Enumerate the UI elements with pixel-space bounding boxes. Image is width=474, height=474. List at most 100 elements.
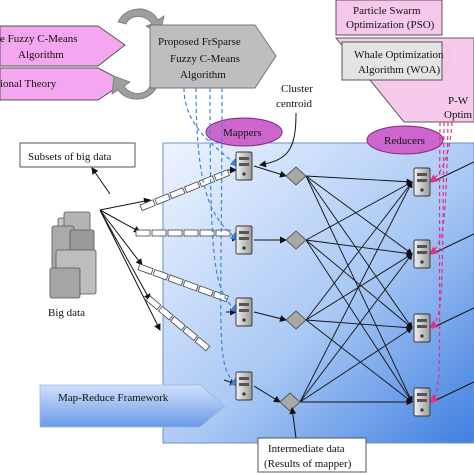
shuffle-arrow — [299, 181, 413, 403]
centroid-dashed-link — [220, 87, 239, 387]
reducer-dashed-link — [429, 121, 453, 183]
shuffle-arrow — [305, 175, 413, 403]
server-slot — [417, 399, 427, 402]
server-slot — [417, 179, 427, 182]
server-slot — [239, 163, 249, 166]
woa-line1-top: Whale Optimization — [354, 49, 444, 61]
data-chunk-cell — [167, 229, 183, 237]
curved-arrow-bottom-icon — [111, 75, 159, 100]
pso-line2: Optimization (PSO) — [346, 19, 435, 31]
big-data-label: Big data — [48, 307, 85, 319]
server-led — [242, 246, 246, 250]
mappers-label: Mappers — [223, 127, 262, 139]
data-chunk-strip — [139, 169, 230, 212]
framework-label: Map-Reduce Framework — [58, 392, 169, 404]
server-slot — [239, 157, 249, 160]
mapper-to-combiner-arrow — [253, 385, 281, 403]
reducer-server-icon — [413, 167, 431, 197]
subsets-label: Subsets of big data — [28, 151, 112, 163]
data-chunk-strip — [137, 263, 229, 303]
data-chunk-cell — [139, 199, 156, 212]
server-led — [420, 408, 424, 412]
intermediate-label-box — [257, 437, 367, 473]
fanout-arrow — [99, 209, 151, 301]
data-chunk-strip — [135, 229, 231, 237]
proposed-line2: Fuzzy C-Means — [170, 53, 240, 65]
subsets-label-box — [19, 142, 136, 168]
fanout-arrow — [99, 209, 141, 233]
server-slot — [239, 383, 249, 386]
data-chunk-cell — [169, 187, 186, 200]
data-chunk-strip — [145, 295, 211, 352]
server-slot — [417, 245, 427, 248]
reducer-server-icon — [413, 387, 431, 417]
server-slot — [239, 231, 249, 234]
big-data-stack-icon — [49, 211, 97, 299]
shuffle-arrow — [299, 253, 413, 403]
data-chunk-cell — [182, 279, 199, 292]
fanout-arrow — [99, 209, 143, 266]
server-slot — [239, 309, 249, 312]
data-chunk-cell — [199, 229, 215, 237]
mapper-server-icon — [235, 371, 253, 401]
shuffle-arrow — [305, 239, 413, 403]
proposed-line3: Algorithm — [180, 69, 226, 81]
reducers-label: Reducers — [384, 135, 425, 147]
shuffle-connections — [253, 161, 474, 406]
mapper-to-combiner-arrow — [253, 311, 287, 322]
pw-line2: Optim — [444, 109, 473, 121]
fuzzy-cmeans-box — [0, 25, 126, 67]
combiner-diamond-icon — [285, 310, 307, 330]
fanout-arrows — [99, 166, 239, 386]
data-chunk-cell — [197, 285, 214, 297]
server-slot — [239, 377, 249, 380]
data-chunk-cell — [182, 326, 199, 342]
reducer-dashed-link — [429, 121, 445, 329]
combiner-diamond-icon — [279, 392, 301, 412]
centroid-dashed-link — [183, 87, 239, 167]
intermediate-line2: (Results of mapper) — [264, 458, 352, 470]
shuffle-arrow — [305, 181, 413, 321]
cluster-centroid-line2: centroid — [276, 98, 313, 110]
reducer-dashed-links — [429, 121, 453, 403]
data-chunk-cell — [157, 305, 174, 321]
data-chunk-cell — [194, 336, 211, 352]
server-slot — [417, 325, 427, 328]
data-chunk-cell — [212, 290, 229, 303]
reducer-server-icon — [413, 313, 431, 343]
shuffle-arrow — [305, 175, 413, 255]
reducer-output-line — [431, 381, 474, 403]
data-chunk-cell — [151, 229, 167, 237]
server-slot — [417, 173, 427, 176]
mapper-server-icon — [235, 297, 253, 327]
data-chunk-cell — [135, 229, 151, 237]
centroid-dashed-link — [209, 87, 239, 313]
intermediate-line1: Intermediate data — [268, 443, 345, 455]
mapper-reducer-nodes — [235, 151, 431, 417]
server-led — [420, 334, 424, 338]
reducers-ellipse — [366, 125, 444, 155]
shuffle-arrow — [305, 239, 413, 329]
data-chunk-cell — [198, 175, 216, 188]
fanout-arrow — [99, 197, 151, 211]
data-chunk-cell — [183, 181, 201, 194]
mapper-server-icon — [235, 225, 253, 255]
reducer-server-icon — [413, 239, 431, 269]
fanout-arrow — [99, 209, 161, 331]
pw-line1: P-W — [448, 95, 469, 107]
shuffle-arrow — [299, 327, 413, 403]
theory-label: ional Theory — [0, 78, 57, 90]
framework-banner — [39, 384, 226, 428]
fuzzy-cmeans-line1: e Fuzzy C-Means — [0, 33, 78, 45]
reducer-dashed-link — [429, 121, 441, 403]
server-led — [420, 188, 424, 192]
server-slot — [239, 237, 249, 240]
data-chunk-cell — [152, 268, 169, 281]
shuffle-arrow — [305, 319, 413, 403]
mapper-to-combiner-arrow — [253, 165, 287, 178]
combiner-diamond-icon — [285, 230, 307, 250]
centroid-arrow — [259, 112, 297, 168]
theory-box — [0, 67, 126, 101]
server-led — [242, 392, 246, 396]
